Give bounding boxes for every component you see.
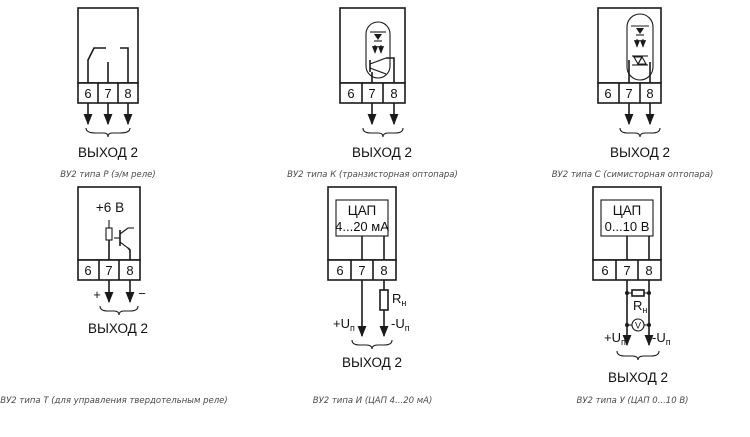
panel-type-i: ЦАП 4...20 мА 6 7 8 Rн +Uп -Uп ВЫХОД 2 xyxy=(327,186,410,370)
svg-text:-Uп: -Uп xyxy=(652,330,671,347)
load-resistor xyxy=(379,289,389,311)
output-label: ВЫХОД 2 xyxy=(608,370,668,385)
output-brace xyxy=(619,127,661,138)
device-box xyxy=(339,7,406,84)
panel-type-p: 6 7 8 ВЫХОД 2 xyxy=(77,7,139,160)
load-resistor-label: R xyxy=(392,291,401,306)
load-resistor-subscript: н xyxy=(642,305,647,315)
terminal-8: 8 xyxy=(124,86,131,101)
terminal-7: 7 xyxy=(104,86,111,101)
transistor-symbol xyxy=(105,220,134,260)
output-label: ВЫХОД 2 xyxy=(610,145,670,160)
terminal-8: 8 xyxy=(390,86,397,101)
supply-subscript: п xyxy=(405,323,410,333)
terminal-7: 7 xyxy=(105,263,112,278)
dac-range: 4...20 мА xyxy=(335,219,389,234)
terminal-8: 8 xyxy=(645,263,652,278)
dac-range: 0...10 В xyxy=(605,219,650,234)
supply-minus-label: -U xyxy=(391,316,405,331)
terminal-6: 6 xyxy=(601,263,608,278)
output-brace xyxy=(85,127,131,138)
terminal-6: 6 xyxy=(604,86,611,101)
minus-sign: − xyxy=(138,286,146,301)
caption-type-p: ВУ2 типа Р (э/м реле) xyxy=(60,170,156,180)
panel-type-s: 6 7 8 ВЫХОД 2 xyxy=(597,7,670,160)
load-resistor-label: R xyxy=(633,298,642,313)
supply-plus-label: +U xyxy=(333,316,350,331)
svg-text:-Uп: -Uп xyxy=(391,316,410,333)
supply-subscript: п xyxy=(621,337,626,347)
terminal-7: 7 xyxy=(358,263,365,278)
panel-type-k: 6 7 8 ВЫХОД 2 xyxy=(339,7,412,160)
terminal-6: 6 xyxy=(336,263,343,278)
terminal-8: 8 xyxy=(126,263,133,278)
caption-type-t: ВУ2 типа Т (для управления твердотельным… xyxy=(0,396,228,406)
terminal-6: 6 xyxy=(84,86,91,101)
relay-contact-symbol xyxy=(87,47,129,83)
plus-sign: + xyxy=(93,287,101,302)
caption-type-s: ВУ2 типа С (симисторная оптопара) xyxy=(551,170,714,180)
output-label: ВЫХОД 2 xyxy=(88,321,148,336)
output-brace xyxy=(616,350,660,361)
supply-voltage-label: +6 В xyxy=(96,200,124,215)
dac-label: ЦАП xyxy=(348,203,377,218)
svg-text:+Uп: +Uп xyxy=(333,316,355,333)
svg-text:Rн: Rн xyxy=(633,298,647,315)
terminal-8: 8 xyxy=(646,86,653,101)
caption-type-u: ВУ2 типа У (ЦАП 0...10 В) xyxy=(576,396,689,406)
load-resistor-subscript: н xyxy=(401,298,406,308)
output-label: ВЫХОД 2 xyxy=(352,145,412,160)
supply-subscript: п xyxy=(350,323,355,333)
caption-type-i: ВУ2 типа И (ЦАП 4...20 мА) xyxy=(312,396,433,406)
output-brace xyxy=(362,127,404,138)
supply-subscript: п xyxy=(666,337,671,347)
transistor-optocoupler-symbol xyxy=(365,21,395,83)
panel-type-u: ЦАП 0...10 В 6 7 8 V Rн +Uп -Uп ВЫХОД xyxy=(592,186,671,385)
caption-type-k: ВУ2 типа К (транзисторная оптопара) xyxy=(287,170,458,180)
terminal-6: 6 xyxy=(347,86,354,101)
output-label: ВЫХОД 2 xyxy=(342,355,402,370)
terminal-6: 6 xyxy=(84,263,91,278)
supply-minus-label: -U xyxy=(652,330,666,345)
output-brace xyxy=(351,339,393,350)
terminal-7: 7 xyxy=(625,86,632,101)
svg-text:+Uп: +Uп xyxy=(604,330,626,347)
supply-plus-label: +U xyxy=(604,330,621,345)
terminal-8: 8 xyxy=(380,263,387,278)
triac-optocoupler-symbol xyxy=(626,13,654,83)
load-network: V xyxy=(622,280,654,347)
terminal-7: 7 xyxy=(368,86,375,101)
dac-label: ЦАП xyxy=(613,203,642,218)
panel-type-t: 6 7 8 +6 В + − ВЫХОД 2 xyxy=(77,186,148,336)
output-brace xyxy=(99,305,139,316)
terminal-7: 7 xyxy=(623,263,630,278)
svg-text:Rн: Rн xyxy=(392,291,406,308)
voltmeter-label: V xyxy=(635,321,641,331)
load-resistor xyxy=(631,289,645,297)
output-label: ВЫХОД 2 xyxy=(78,145,138,160)
